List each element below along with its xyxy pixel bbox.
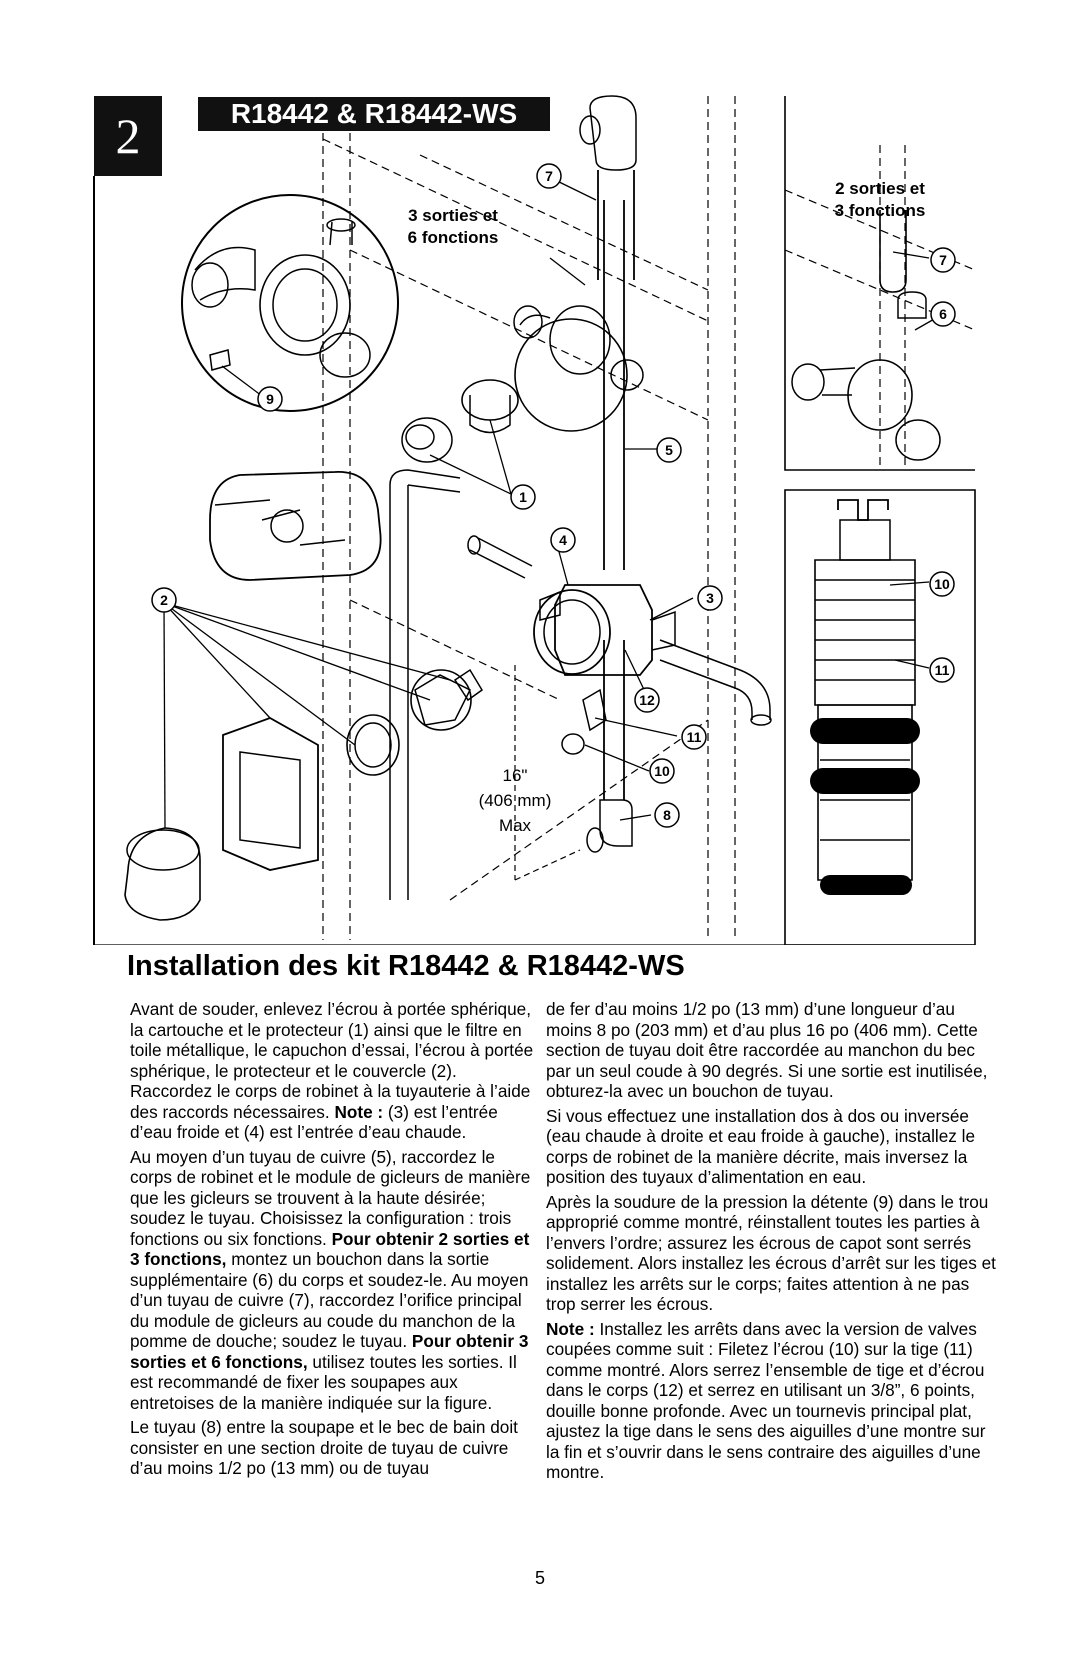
section-heading: Installation des kit R18442 & R18442-WS (127, 950, 685, 982)
models-title: R18442 & R18442-WS (198, 97, 550, 131)
note-label: Note : (334, 1101, 384, 1122)
callout-number: 11 (935, 662, 950, 678)
label-line: 3 fonctions (834, 201, 926, 220)
dimension-line: Max (498, 816, 532, 835)
six-function-label: 3 sorties et 6 fonctions (388, 205, 518, 249)
dimension-line: 16" (502, 766, 528, 785)
callout-number: 2 (160, 592, 168, 608)
emphasis: Pour obtenir 2 sorties et 3 fonctions, (130, 1228, 530, 1270)
label-line: 6 fonctions (407, 228, 499, 247)
callout-number: 5 (665, 442, 673, 458)
page-number: 5 (534, 1568, 545, 1588)
callout-number: 11 (687, 729, 702, 745)
callout-number: 8 (663, 807, 671, 823)
paragraph: Après la soudure de la pression la déten… (546, 1191, 996, 1315)
paragraph: Avant de souder, enlevez l’écrou à porté… (130, 999, 535, 1143)
installation-diagram: 7 7 6 9 5 1 4 2 3 10 11 12 11 10 8 (93, 95, 976, 945)
callout-number: 10 (934, 576, 950, 592)
text: Installez les arrêts dans avec la versio… (546, 1318, 986, 1483)
text: Au moyen d’un tuyau de cuivre (5), racco… (130, 1146, 531, 1249)
callout-number: 1 (519, 489, 527, 505)
paragraph: de fer d’au moins 1/2 po (13 mm) d’une l… (546, 999, 988, 1101)
emphasis: Pour obtenir 3 sorties et 6 fonctions, (130, 1331, 529, 1372)
callout-number: 3 (706, 590, 714, 606)
callout-number: 4 (559, 532, 567, 548)
three-function-label: 2 sorties et 3 fonctions (815, 178, 945, 222)
callout-number: 10 (654, 763, 670, 779)
text: utilisez toutes les sorties. Il est reco… (130, 1351, 517, 1413)
text: Avant de souder, enlevez l’écrou à porté… (130, 999, 534, 1122)
paragraph: Si vous effectuez une installation dos à… (546, 1105, 976, 1188)
text-column-right: de fer d’au moins 1/2 po (13 mm) d’une l… (546, 999, 996, 1487)
callout-number: 7 (545, 168, 553, 184)
dimension-label: 16" (406 mm) Max (465, 763, 565, 838)
callout-number: 9 (266, 391, 274, 407)
paragraph: Note : Installez les arrêts dans avec la… (546, 1319, 996, 1483)
callout-number: 12 (639, 692, 655, 708)
note-label: Note : (546, 1318, 595, 1339)
callout-number: 7 (939, 252, 947, 268)
paragraph: Le tuyau (8) entre la soupape et le bec … (130, 1417, 518, 1478)
label-line: 2 sorties et (835, 179, 925, 198)
callout-number: 6 (939, 306, 947, 322)
step-number: 2 (94, 96, 162, 176)
paragraph: Au moyen d’un tuyau de cuivre (5), racco… (130, 1147, 535, 1414)
dimension-line: (406 mm) (478, 791, 552, 810)
text: montez un bouchon dans la sortie supplém… (130, 1249, 529, 1351)
text: (3) est l’entrée d’eau froide et (4) est… (130, 1101, 498, 1143)
text-column-left: Avant de souder, enlevez l’écrou à porté… (130, 999, 535, 1483)
label-line: 3 sorties et (408, 206, 498, 225)
